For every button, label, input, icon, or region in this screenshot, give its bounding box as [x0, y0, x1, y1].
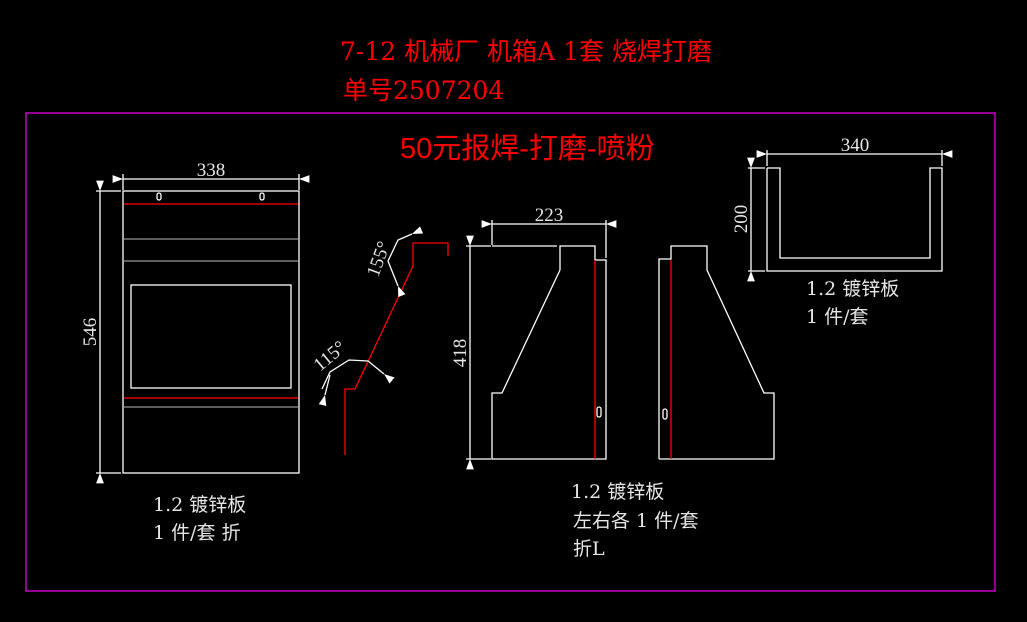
part-note: 1.2 镀锌板 [153, 494, 246, 516]
side-panel: 223 418 1.2 镀锌板 左右各 1 件/套 折L [450, 205, 775, 560]
part-note: 1.2 镀锌板 [806, 278, 899, 300]
dim-height: 418 [450, 339, 471, 368]
bend-profile: 155° 115° [310, 226, 449, 455]
part-note: 折L [573, 538, 605, 560]
part-note: 1.2 镀锌板 [571, 481, 664, 503]
dim-width: 223 [535, 205, 564, 226]
dim-width: 338 [197, 160, 226, 181]
process-note: 50元报焊-打磨-喷粉 [400, 132, 655, 165]
dim-height: 546 [80, 318, 101, 347]
drawing-frame [25, 112, 996, 592]
order-number: 单号2507204 [343, 76, 504, 105]
angle-115: 115° [310, 337, 351, 376]
window-cutout [130, 284, 292, 389]
part-note: 左右各 1 件/套 [573, 510, 699, 532]
dim-width: 340 [841, 135, 870, 156]
header-title: 7-12 机械厂 机箱A 1套 烧焊打磨 [340, 37, 712, 66]
angle-155: 155° [363, 239, 395, 280]
front-panel: 338 546 1.2 镀锌板 1 件/套 折 [80, 160, 310, 544]
dim-height: 200 [731, 205, 752, 234]
u-channel: 340 200 1.2 镀锌板 1 件/套 [731, 135, 953, 328]
part-note: 1 件/套 [806, 306, 869, 328]
part-note: 1 件/套 折 [153, 522, 241, 544]
